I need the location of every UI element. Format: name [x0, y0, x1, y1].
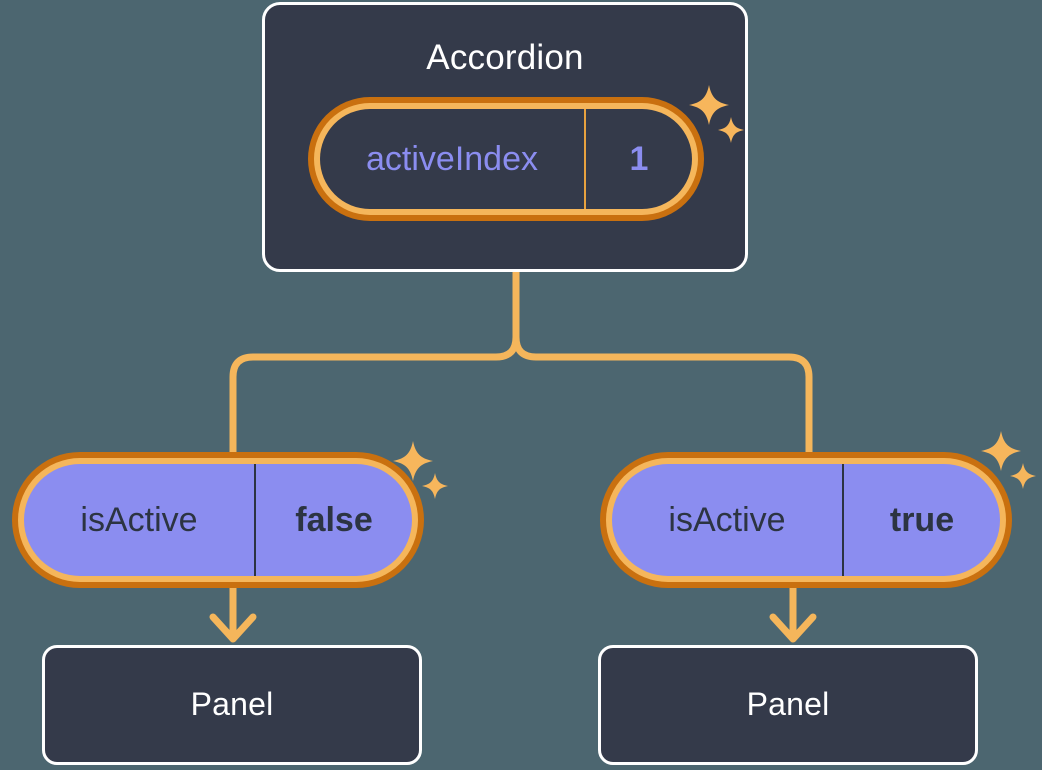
sparkle-small-icon [1010, 463, 1036, 489]
sparkle-small-icon [422, 473, 448, 499]
state-key-is-active-left: isActive [24, 464, 256, 576]
state-pill-body: isActive false [24, 464, 412, 576]
state-key-active-index: activeIndex [320, 109, 586, 209]
accordion-title: Accordion [426, 38, 584, 77]
state-value-is-active-right: true [889, 500, 955, 539]
panel-component-left[interactable]: Panel [42, 645, 422, 765]
connector-to-right-branch [512, 268, 813, 456]
state-pill-body: activeIndex 1 [320, 109, 692, 209]
arrow-head-right-icon [769, 613, 817, 643]
state-pill-inner-ring: isActive true [606, 458, 1006, 582]
arrow-head-left-icon [209, 613, 257, 643]
state-pill-inner-ring: activeIndex 1 [314, 103, 698, 215]
state-pill-is-active-left[interactable]: isActive false [12, 452, 424, 588]
state-key-is-active-right: isActive [612, 464, 844, 576]
connector-to-left-branch [229, 268, 520, 456]
state-pill-is-active-right[interactable]: isActive true [600, 452, 1012, 588]
state-pill-inner-ring: isActive false [18, 458, 418, 582]
state-value-active-index: 1 [629, 139, 649, 178]
sparkle-large-icon [981, 431, 1021, 471]
state-value-is-active-left: false [295, 500, 373, 539]
state-pill-body: isActive true [612, 464, 1000, 576]
panel-component-right[interactable]: Panel [598, 645, 978, 765]
panel-title-right: Panel [746, 686, 830, 722]
panel-title-left: Panel [190, 686, 274, 722]
state-pill-active-index[interactable]: activeIndex 1 [308, 97, 704, 221]
